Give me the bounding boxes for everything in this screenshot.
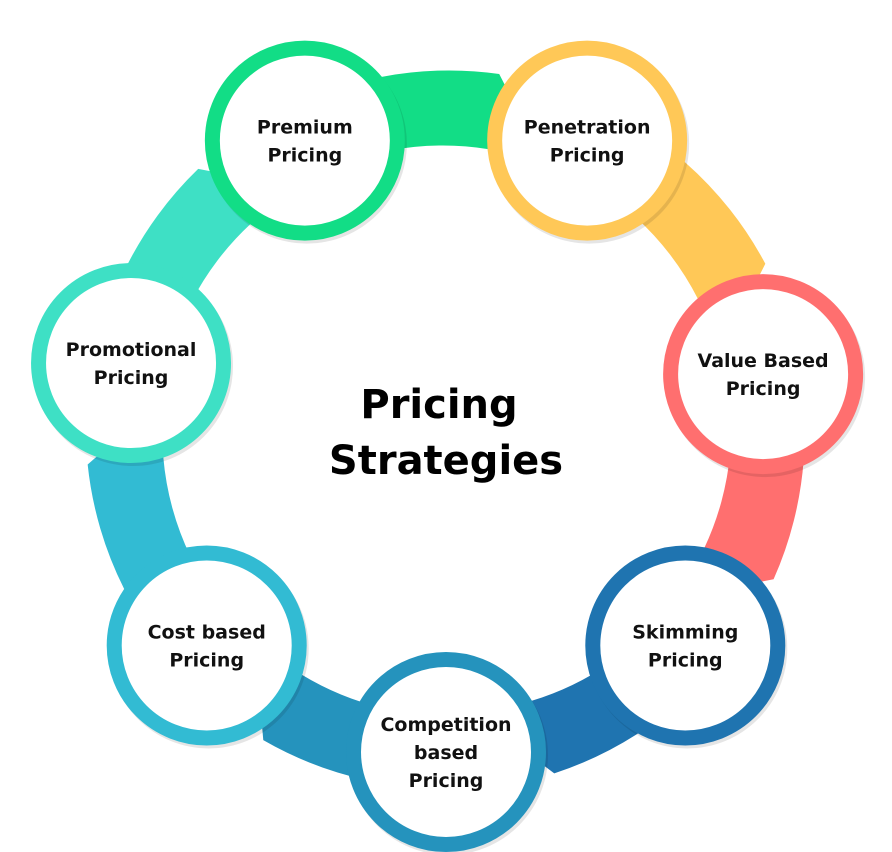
node-circle — [663, 274, 864, 475]
node-circle — [204, 40, 405, 241]
node-label-line: Penetration — [524, 117, 651, 139]
node-label-line: Pricing — [550, 145, 625, 167]
node-label-line: Promotional — [66, 339, 197, 361]
node-label-line: Competition — [380, 714, 511, 736]
node-circle — [106, 545, 307, 746]
node-label-line: Pricing — [409, 770, 484, 792]
node-label-line: Pricing — [169, 649, 244, 671]
node-circle — [346, 652, 546, 852]
node-circle — [31, 263, 232, 464]
center-title-line-1: Pricing — [360, 382, 517, 428]
node-label-line: Cost based — [148, 621, 266, 643]
center-title-line-2: Strategies — [329, 438, 563, 484]
center-title: Pricing Strategies — [329, 382, 563, 484]
node-label-line: Pricing — [267, 145, 342, 167]
node-label-line: Pricing — [726, 378, 801, 400]
node-circle — [487, 40, 688, 241]
node-label-line: based — [414, 742, 478, 764]
node-label-line: Premium — [257, 117, 353, 139]
node-label-line: Pricing — [648, 649, 723, 671]
node-label-line: Skimming — [632, 621, 738, 643]
node-circle — [585, 545, 786, 746]
node-label-line: Pricing — [94, 367, 169, 389]
node-label-line: Value Based — [698, 350, 829, 372]
